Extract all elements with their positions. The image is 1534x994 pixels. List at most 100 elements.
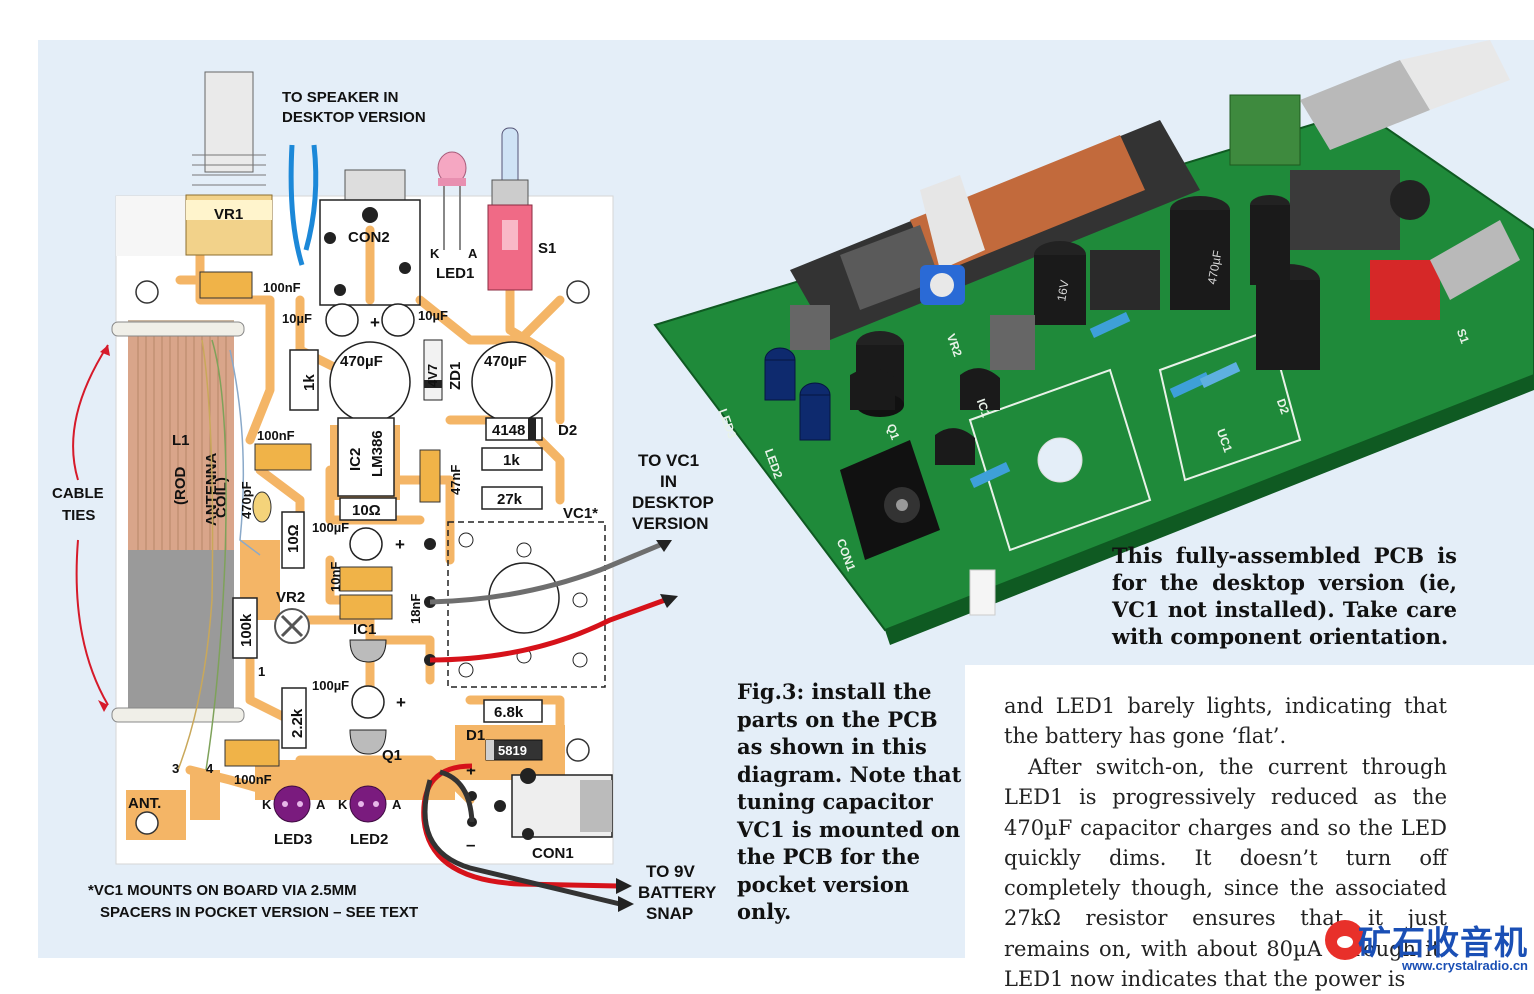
photo-vr1 bbox=[1229, 40, 1510, 166]
r6-8k-label: 6.8k bbox=[494, 704, 524, 721]
to-vc1-label-1: TO VC1 bbox=[638, 451, 699, 470]
c10uf-pair bbox=[325, 303, 415, 337]
s1-switch: S1 bbox=[487, 127, 556, 291]
vc1-label: VC1* bbox=[563, 505, 598, 522]
c470pf-label: 470pF bbox=[239, 481, 254, 519]
to-speaker-label-1: TO SPEAKER IN bbox=[282, 89, 398, 106]
assembled-pcb-photo: LED3 LED2 CON1 IC1 Q1 VR2 UC1 D2 S1 470µ… bbox=[653, 40, 1534, 645]
con1-label: CON1 bbox=[532, 845, 574, 862]
watermark: 矿石收音机 www.crystalradio.cn bbox=[1325, 916, 1534, 978]
cable-ties-label-2: TIES bbox=[62, 507, 95, 524]
pin3-label: 3 bbox=[172, 761, 179, 776]
d1-label: D1 bbox=[466, 727, 485, 744]
vr2-label: VR2 bbox=[276, 589, 305, 606]
led2-k: K bbox=[338, 797, 348, 812]
led2-label: LED2 bbox=[350, 831, 388, 848]
vc1-wire-red bbox=[429, 597, 666, 663]
led3-label: LED3 bbox=[274, 831, 312, 848]
pcb-label-s1: S1 bbox=[1454, 327, 1472, 346]
pcb-label-ic1: IC1 bbox=[974, 397, 994, 420]
ic2-label: IC2 bbox=[347, 448, 364, 471]
rod-antenna: L1 (ROD ANTENNA COIL) bbox=[111, 320, 245, 723]
figure-caption: Fig.3: install the parts on the PCB as s… bbox=[737, 679, 962, 924]
pcb-overlay-diagram: VR1 CON2 TO SPEAKER IN DESKTOP VERSION K… bbox=[52, 71, 717, 923]
zd-val-label: 4V7 bbox=[425, 364, 440, 387]
watermark-text: 矿石收音机 bbox=[1358, 923, 1528, 962]
to-9v-label-2: BATTERY bbox=[638, 883, 717, 902]
led1-a: A bbox=[468, 246, 478, 261]
to-9v-label-3: SNAP bbox=[646, 904, 693, 923]
vr1-potentiometer: VR1 bbox=[185, 71, 273, 256]
photo-capacitors bbox=[856, 195, 1320, 417]
q1-label: Q1 bbox=[382, 747, 402, 764]
c470uf-b-label: 470µF bbox=[484, 353, 527, 370]
battery-plus: + bbox=[466, 761, 476, 780]
zd1-label: ZD1 bbox=[447, 362, 464, 390]
to-vc1-label-4: VERSION bbox=[632, 514, 709, 533]
pin1-label: 1 bbox=[258, 664, 265, 679]
led1-label: LED1 bbox=[436, 265, 474, 282]
c10uf-b-label: 10µF bbox=[418, 308, 448, 323]
to-vc1-label-3: DESKTOP bbox=[632, 493, 714, 512]
c18nf-label: 18nF bbox=[408, 594, 423, 624]
d1-val-label: 5819 bbox=[498, 743, 527, 758]
r1k-b-label: 1k bbox=[503, 452, 520, 469]
c470uf-a-label: 470µF bbox=[340, 353, 383, 370]
c100nf-a-label: 100nF bbox=[263, 280, 301, 295]
to-9v-label-1: TO 9V bbox=[646, 862, 695, 881]
con2-jack: CON2 bbox=[319, 169, 421, 306]
to-speaker-label-2: DESKTOP VERSION bbox=[282, 109, 426, 126]
led1: K A LED1 bbox=[430, 151, 478, 282]
photo-caption: This fully-assembled PCB is for the desk… bbox=[1112, 543, 1457, 649]
r1k-a-label: 1k bbox=[301, 374, 318, 391]
c47nf-label: 47nF bbox=[448, 465, 463, 495]
body-text-column: and LED1 barely lights, indicating that … bbox=[965, 665, 1534, 991]
rod-label-1: (ROD bbox=[172, 467, 189, 505]
watermark-logo-icon bbox=[1325, 920, 1365, 960]
pcb-label-q1: Q1 bbox=[884, 422, 903, 442]
c100nf-b-label: 100nF bbox=[257, 428, 295, 443]
mounting-holes bbox=[135, 280, 590, 835]
led2-a: A bbox=[392, 797, 402, 812]
l1-label: L1 bbox=[172, 432, 190, 449]
led3-a: A bbox=[316, 797, 326, 812]
photo-cap-value: 470µF bbox=[1205, 249, 1225, 285]
body-paragraph-1: and LED1 barely lights, indicating that … bbox=[1004, 694, 1447, 749]
pin4-label: 4 bbox=[206, 761, 214, 776]
plus-sign-2: + bbox=[395, 535, 405, 554]
cable-ties-arrows bbox=[72, 344, 109, 706]
d2-label: D2 bbox=[558, 422, 577, 439]
plus-sign-3: + bbox=[396, 693, 406, 712]
r2-2k-label: 2.2k bbox=[289, 708, 306, 738]
c100uf-b-label: 100µF bbox=[312, 678, 349, 693]
led3: K A LED3 bbox=[262, 785, 326, 848]
photo-cap-voltage: 16V bbox=[1054, 279, 1071, 302]
vc1-wire-grey bbox=[429, 542, 661, 605]
ant-label: ANT. bbox=[128, 795, 161, 812]
c100uf-a-label: 100µF bbox=[312, 520, 349, 535]
ic1-label: IC1 bbox=[353, 621, 376, 638]
r10ohm-b-label: 10Ω bbox=[285, 524, 302, 553]
led2: K A LED2 bbox=[338, 785, 402, 848]
s1-label: S1 bbox=[538, 240, 556, 257]
r27k-label: 27k bbox=[497, 491, 523, 508]
c100nf-c-label: 100nF bbox=[234, 772, 272, 787]
con2-label: CON2 bbox=[348, 229, 390, 246]
plus-sign: + bbox=[370, 313, 380, 332]
to-vc1-label-2: IN bbox=[660, 472, 677, 491]
pcb-label-d2: D2 bbox=[1274, 397, 1293, 417]
vc1-outline: VC1* bbox=[447, 505, 606, 688]
lm386-label: LM386 bbox=[369, 430, 386, 477]
rod-label-3: COIL) bbox=[213, 477, 230, 518]
vr2-trimpot: VR2 bbox=[274, 589, 310, 644]
body-paragraph-2: After switch-on, the current through LED… bbox=[1004, 755, 1447, 992]
vr1-label: VR1 bbox=[214, 206, 243, 223]
led1-k: K bbox=[430, 246, 440, 261]
ic2-lm386: IC2 LM386 bbox=[337, 417, 395, 497]
cable-ties-label-1: CABLE bbox=[52, 485, 104, 502]
r100k-label: 100k bbox=[238, 613, 255, 647]
r10ohm-a-label: 10Ω bbox=[352, 502, 381, 519]
speaker-wires bbox=[288, 144, 319, 266]
c10uf-a-label: 10µF bbox=[282, 311, 312, 326]
footnote-line-1: *VC1 MOUNTS ON BOARD VIA 2.5MM bbox=[88, 882, 357, 899]
